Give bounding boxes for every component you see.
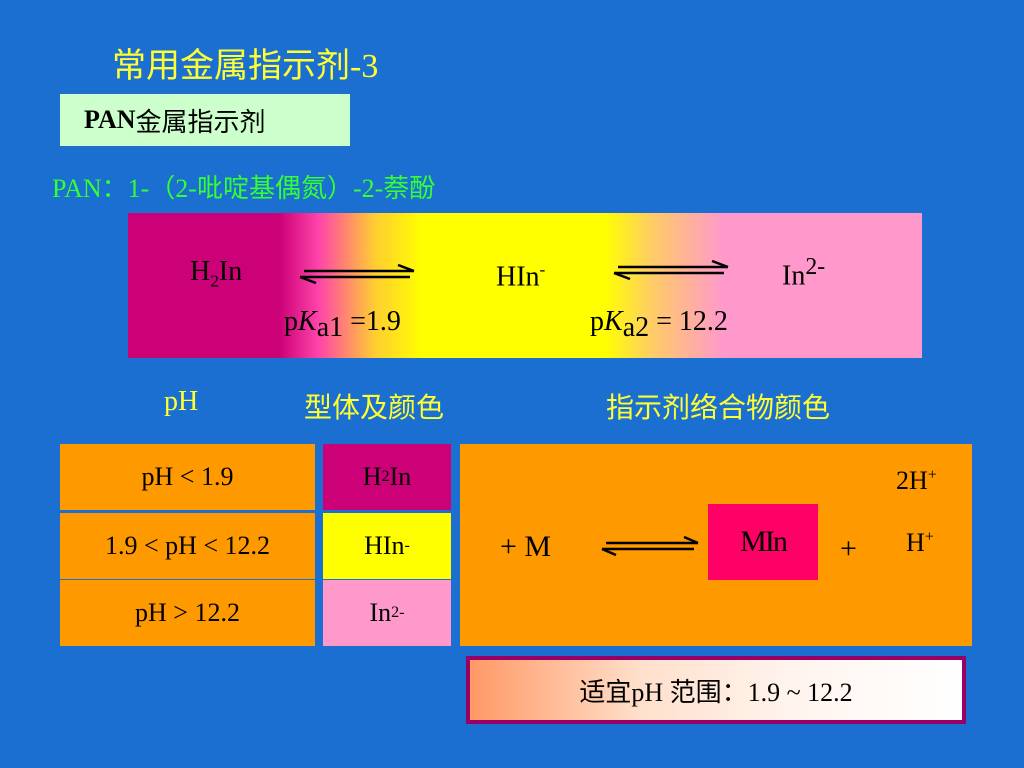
species-hin: HIn- <box>496 260 546 293</box>
pka2-label: pKa2 = 12.2 <box>590 306 728 343</box>
species-in2: In2- <box>782 254 826 292</box>
plus-sign: + <box>840 532 857 565</box>
proton-2h: 2H+ <box>896 466 937 495</box>
species-h2in: H2In <box>190 256 243 291</box>
page-title: 常用金属指示剂-3 <box>112 48 379 85</box>
equilibrium-arrow-1-icon <box>298 264 416 284</box>
equilibrium-arrow-2-icon <box>612 260 730 280</box>
ph-row-1: pH < 1.9 <box>60 444 315 510</box>
suitable-ph-range: 适宜pH 范围：1.9 ~ 12.2 <box>466 656 966 724</box>
form-cell-hin: HIn- <box>323 513 451 579</box>
plus-metal: + M <box>500 530 552 563</box>
header-complex-color: 指示剂络合物颜色 <box>606 393 831 424</box>
subtitle-bold: PAN <box>84 105 136 134</box>
metal-indicator-complex: MIn <box>708 504 818 580</box>
subtitle-rest: 金属指示剂 <box>135 107 266 137</box>
indicator-fullname: PAN：1-（2-吡啶基偶氮）-2-萘酚 <box>52 174 436 203</box>
ph-row-2: 1.9 < pH < 12.2 <box>60 513 315 579</box>
equilibrium-color-band <box>128 213 922 358</box>
complex-equilibrium-arrow-icon <box>600 536 700 556</box>
proton-h: H+ <box>906 528 934 557</box>
header-ph: pH <box>164 386 199 417</box>
header-form-color: 型体及颜色 <box>304 393 445 424</box>
ph-row-3: pH > 12.2 <box>60 580 315 646</box>
pka1-label: pKa1 =1.9 <box>284 306 401 343</box>
